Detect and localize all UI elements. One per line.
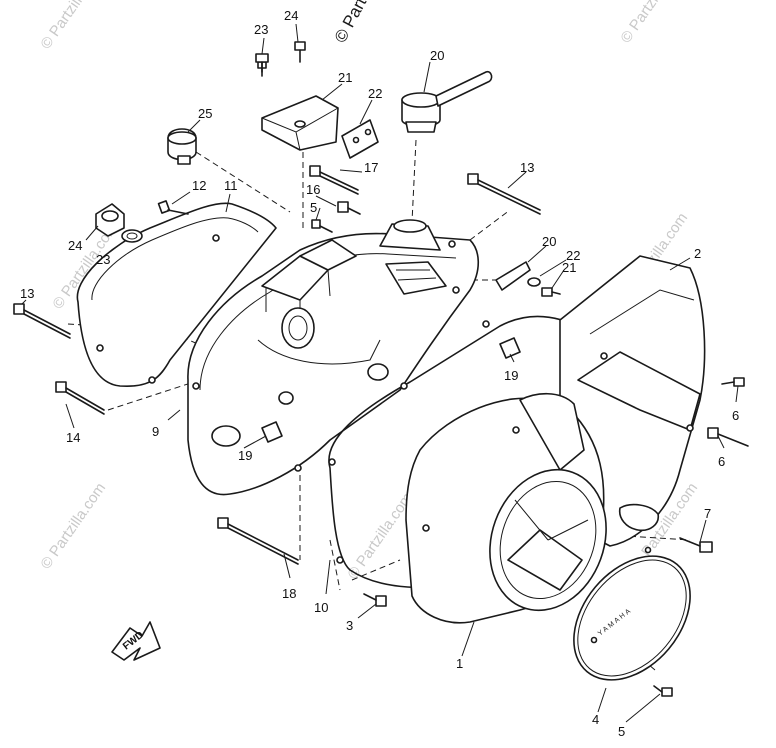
callout-23: 23 — [96, 252, 110, 267]
callout-1: 1 — [456, 656, 463, 671]
callout-5-bottom: 5 — [618, 724, 625, 739]
watermark-text: © Partzilla.com — [37, 480, 109, 573]
callout-22: 22 — [566, 248, 580, 263]
copyright-notice: © Parts — [331, 0, 375, 46]
flywheel-cover — [405, 392, 607, 624]
callout-6-top: 6 — [732, 408, 739, 423]
callout-25: 20 — [430, 48, 444, 63]
clutch-cover-outer — [76, 202, 277, 388]
callout-28: 23 — [254, 22, 268, 37]
callout-19-right: 19 — [504, 368, 518, 383]
round-cover: YAMAHA — [573, 546, 691, 681]
bolts — [13, 41, 749, 697]
callout-16: 16 — [306, 182, 320, 197]
rubber-damper — [167, 128, 197, 165]
forward-arrow: FWD — [111, 621, 161, 661]
cable-bracket — [261, 95, 339, 151]
callout-5-top: 5 — [310, 200, 317, 215]
callout-18: 18 — [282, 586, 296, 601]
callout-12: 12 — [192, 178, 206, 193]
callout-20: 20 — [542, 234, 556, 249]
callout-4: 4 — [592, 712, 599, 727]
callout-3: 3 — [346, 618, 353, 633]
callout-9: 9 — [152, 424, 159, 439]
callout-10: 10 — [314, 600, 328, 615]
crankcase-cover — [187, 219, 480, 496]
callout-11: 11 — [224, 178, 238, 193]
watermark-text: © Partzilla.com — [617, 0, 689, 46]
bracket-plate — [341, 119, 379, 159]
leader-lines — [21, 23, 739, 723]
callout-30: 25 — [198, 106, 212, 121]
callout-26: 21 — [338, 70, 352, 85]
callout-19-left: 19 — [238, 448, 252, 463]
callout-21: 21 — [562, 260, 576, 275]
oil-cap — [401, 70, 493, 133]
callout-numbers: 23 24 21 22 20 25 12 11 24 23 13 14 9 19… — [20, 8, 739, 739]
callout-17: 17 — [364, 160, 378, 175]
callout-2: 2 — [694, 246, 701, 261]
callout-24: 24 — [68, 238, 82, 253]
drain-plug — [95, 203, 125, 237]
callout-13-right: 13 — [520, 160, 534, 175]
callout-27: 22 — [368, 86, 382, 101]
callout-29: 24 — [284, 8, 298, 23]
o-ring — [121, 229, 143, 243]
watermark-text: © Partzilla.com — [37, 0, 109, 52]
callout-6-bottom: 6 — [718, 454, 725, 469]
callout-13-left: 13 — [20, 286, 34, 301]
callout-14: 14 — [66, 430, 80, 445]
callout-7: 7 — [704, 506, 711, 521]
